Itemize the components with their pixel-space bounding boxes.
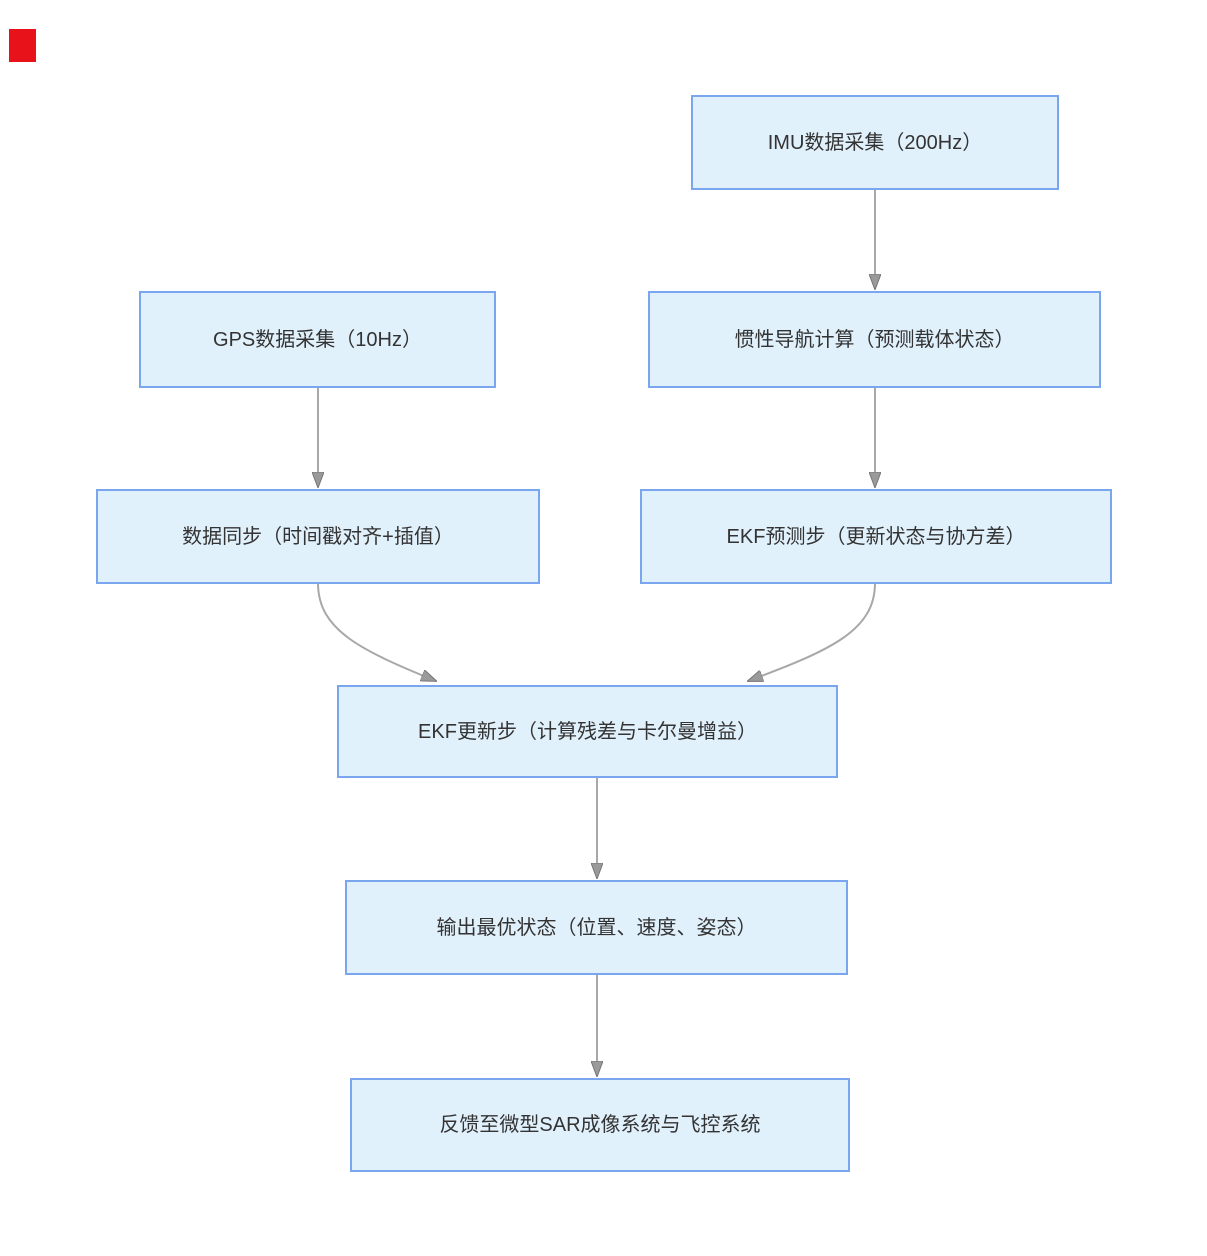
node-gps-data-acquisition: GPS数据采集（10Hz） [139,291,496,388]
node-inertial-navigation: 惯性导航计算（预测载体状态） [648,291,1101,388]
red-marker [9,29,36,62]
node-ekf-update-step: EKF更新步（计算残差与卡尔曼增益） [337,685,838,778]
node-feedback-to-sar-flight-control: 反馈至微型SAR成像系统与飞控系统 [350,1078,850,1172]
edge-sync-to-ekf-update [317,582,436,682]
edge-ekf-predict-to-ekf-update [748,582,876,681]
node-imu-data-acquisition: IMU数据采集（200Hz） [691,95,1059,190]
node-optimal-state-output: 输出最优状态（位置、速度、姿态） [345,880,848,975]
node-data-sync: 数据同步（时间戳对齐+插值） [96,489,540,584]
node-ekf-predict-step: EKF预测步（更新状态与协方差） [640,489,1112,584]
